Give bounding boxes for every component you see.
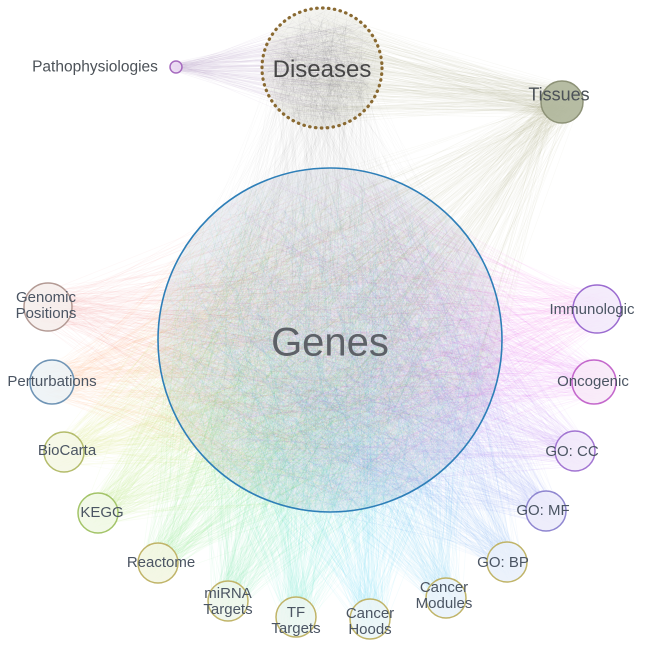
edge-bundles [28,9,617,637]
node-circles [23,6,622,640]
node-circle-biocarta[interactable] [43,431,85,473]
node-circle-cancer-hoods[interactable] [349,598,391,640]
node-circle-diseases[interactable] [260,6,384,130]
diseases-hub-fill [262,8,382,128]
node-label-genomic-positions[interactable]: Genomic Positions [15,288,77,322]
node-label-pathophysiologies[interactable]: Pathophysiologies [32,58,158,76]
node-circle-genomic-positions[interactable] [23,282,73,332]
node-circle-immunologic[interactable] [572,284,622,334]
node-circle-reactome[interactable] [137,542,179,584]
node-circle-cancer-modules[interactable] [425,577,467,619]
node-label-go-mf[interactable]: GO: MF [516,501,570,519]
node-label-diseases[interactable]: Diseases [272,56,372,84]
node-circle-go-cc[interactable] [554,430,596,472]
node-label-reactome[interactable]: Reactome [126,553,196,571]
node-circle-pathophysiologies[interactable] [169,60,183,74]
genes-hub-fill [158,168,502,512]
node-circle-perturbations[interactable] [29,359,75,405]
node-circle-mirna-targets[interactable] [207,580,249,622]
node-circle-tf-targets[interactable] [275,596,317,638]
node-circle-go-mf[interactable] [525,490,567,532]
node-label-tissues[interactable]: Tissues [528,84,590,105]
node-circle-go-bp[interactable] [486,541,528,583]
node-circle-oncogenic[interactable] [571,359,617,405]
node-label-go-bp[interactable]: GO: BP [477,553,529,571]
node-label-go-cc[interactable]: GO: CC [545,442,599,460]
node-label-mirna-targets[interactable]: miRNA Targets [203,584,253,618]
node-label-tf-targets[interactable]: TF Targets [271,603,321,637]
node-label-genes[interactable]: Genes [271,320,389,365]
node-label-cancer-hoods[interactable]: Cancer Hoods [345,604,395,638]
node-label-oncogenic[interactable]: Oncogenic [557,372,629,390]
node-label-kegg[interactable]: KEGG [80,503,124,521]
node-label-biocarta[interactable]: BioCarta [37,441,97,459]
node-circle-tissues[interactable] [540,80,584,124]
node-label-cancer-modules[interactable]: Cancer Modules [415,578,473,612]
node-circle-kegg[interactable] [77,492,119,534]
node-label-immunologic[interactable]: Immunologic [549,300,635,318]
node-circle-genes[interactable] [157,167,503,513]
node-label-perturbations[interactable]: Perturbations [7,372,97,390]
